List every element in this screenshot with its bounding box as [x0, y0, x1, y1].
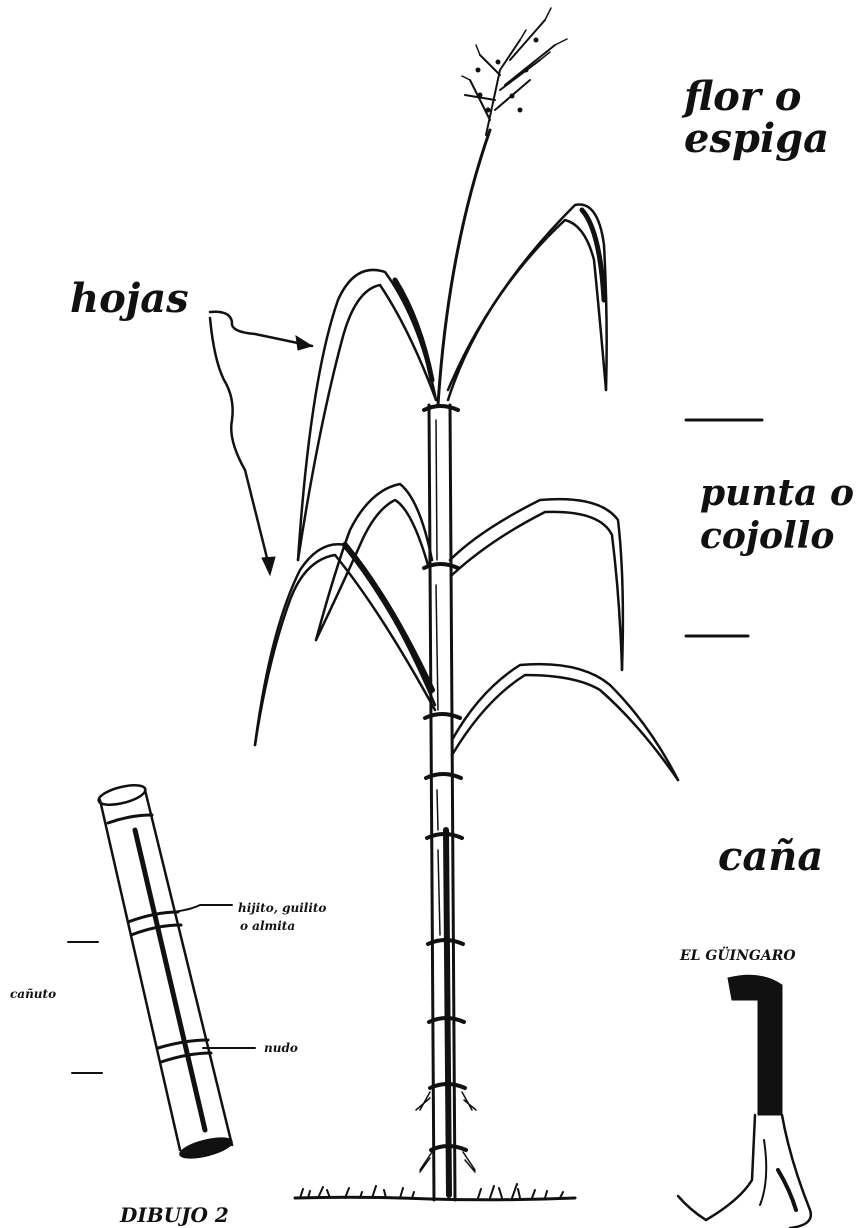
leaves: [255, 205, 678, 781]
cut-cane-piece: [97, 781, 255, 1162]
label-guingaro: EL GÜINGARO: [679, 945, 796, 964]
label-flor: flor o: [681, 73, 801, 120]
hojas-pointers: [210, 312, 312, 575]
label-cana: caña: [718, 833, 823, 880]
label-hijito-line1: hijito, guilito: [238, 901, 326, 915]
label-punta: punta o: [700, 472, 854, 514]
label-espiga: espiga: [684, 115, 829, 162]
label-hojas: hojas: [70, 275, 189, 322]
label-dibujo: DIBUJO 2: [119, 1203, 229, 1227]
label-canuto: cañuto: [10, 987, 56, 1001]
guingaro-machete: [678, 975, 811, 1228]
label-hijito-line2: o almita: [240, 919, 295, 933]
flower-spike: [438, 8, 567, 405]
label-nudo: nudo: [264, 1041, 298, 1055]
label-cojollo: cojollo: [700, 515, 834, 557]
cane-stalk: [416, 405, 476, 1200]
